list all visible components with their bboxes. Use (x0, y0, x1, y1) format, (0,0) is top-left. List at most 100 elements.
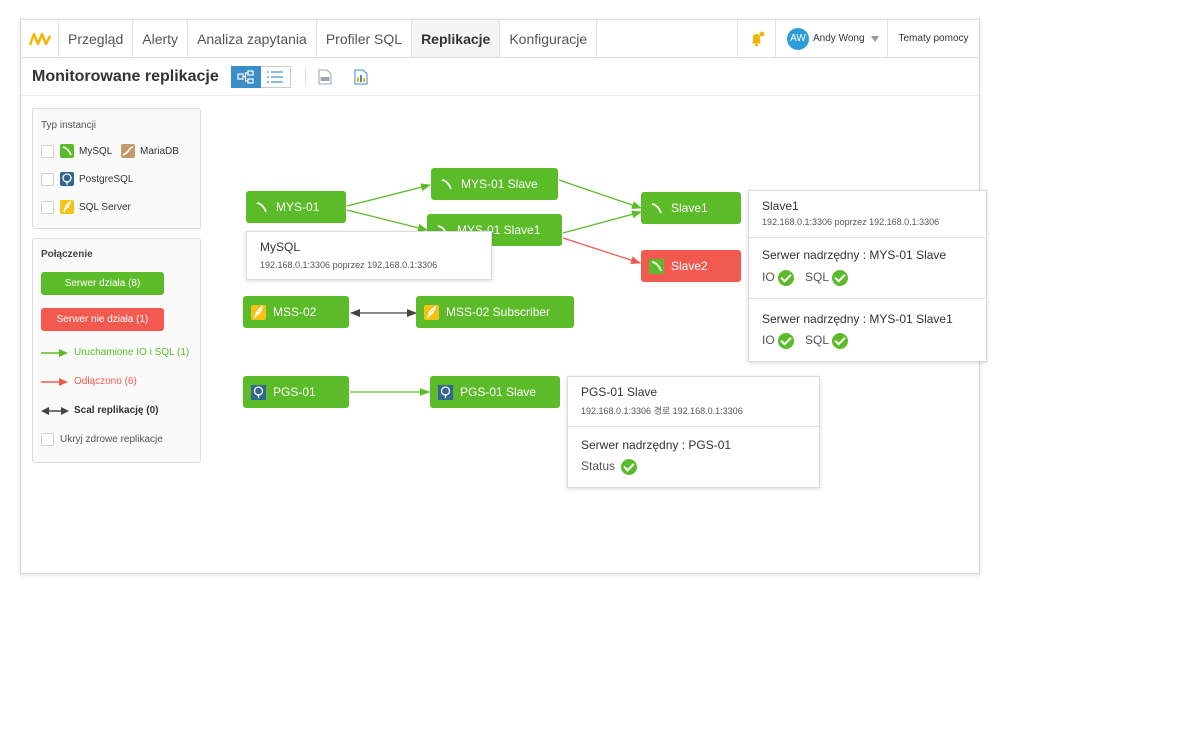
mysql-checkbox[interactable] (41, 145, 54, 158)
postgresql-checkbox[interactable] (41, 173, 54, 186)
mariadb-label: MariaDB (140, 146, 179, 157)
toolbar-divider (304, 67, 306, 86)
instance-type-panel: Typ instancji MySQL MariaDB PostgreSQL S… (32, 108, 201, 229)
header-bar: Monitorowane replikacje (21, 58, 979, 96)
tab-sql-profiler[interactable]: Profiler SQL (317, 20, 413, 57)
help-topics-link[interactable]: Tematy pomocy (898, 33, 969, 44)
mysql-icon (254, 199, 269, 215)
tooltip-divider (749, 298, 986, 299)
connection-title: Połączenie (41, 249, 93, 260)
postgresql-icon (438, 384, 453, 400)
io-sql-status: IO SQL (762, 270, 849, 286)
node-slave1[interactable]: Slave1 (641, 192, 741, 224)
replication-status: Status (581, 459, 638, 475)
sql-label: SQL (805, 333, 830, 348)
sqlserver-checkbox[interactable] (41, 201, 54, 214)
pgs-tooltip: PGS-01 Slave 192.168.0.1:3306 경로 192.168… (567, 376, 820, 488)
edge-mys01slave1-slave1 (562, 210, 642, 234)
app-window: Przegląd Alerty Analiza zapytania Profil… (20, 19, 987, 574)
node-label: MYS-01 (276, 200, 320, 214)
mysql-icon (60, 144, 74, 158)
sqlserver-icon (251, 304, 266, 320)
user-menu[interactable]: AW Andy Wong (776, 20, 888, 57)
mysql-icon (649, 258, 664, 274)
tab-query-analysis[interactable]: Analiza zapytania (188, 20, 317, 57)
node-slave2[interactable]: Slave2 (641, 250, 741, 282)
export-report-button[interactable] (352, 68, 370, 86)
check-icon (621, 459, 638, 475)
tooltip-title: PGS-01 Slave (581, 385, 658, 399)
notifications-button[interactable] (738, 20, 776, 57)
connection-panel: Połączenie Serwer działa (8) Serwer nie … (32, 238, 201, 463)
edge-mys01slave1-slave2 (562, 237, 641, 265)
disconnected-legend-icon (41, 378, 68, 386)
running-legend-label: Uruchamione IO i SQL (1) (74, 347, 190, 358)
list-icon (267, 70, 284, 83)
node-mys01-slave[interactable]: MYS-01 Slave (431, 168, 558, 200)
check-icon (832, 333, 849, 349)
node-label: PGS-01 (273, 385, 316, 399)
pdf-icon (318, 69, 332, 84)
merge-legend-icon (41, 407, 69, 415)
master-label: Serwer nadrzędny : MYS-01 Slave1 (762, 312, 953, 326)
node-mss02-subscriber[interactable]: MSS-02 Subscriber (416, 296, 574, 328)
check-icon (777, 333, 794, 349)
hide-healthy-checkbox[interactable] (41, 433, 54, 446)
node-label: Slave1 (671, 201, 708, 215)
running-legend-icon (41, 349, 68, 357)
edge-mys01slave-slave1 (558, 179, 642, 209)
page-title: Monitorowane replikacje (32, 67, 219, 85)
app-logo[interactable] (21, 20, 59, 57)
sqlserver-icon (60, 200, 74, 214)
tooltip-title: Slave1 (762, 199, 799, 213)
slave1-tooltip: Slave1 192.168.0.1:3306 poprzez 192.168.… (748, 190, 987, 362)
instance-type-title: Typ instancji (41, 120, 97, 131)
tooltip-divider (749, 237, 986, 238)
mysql-icon (649, 200, 664, 216)
bell-icon (751, 31, 764, 46)
mariadb-icon (121, 144, 135, 158)
io-label: IO (762, 270, 775, 285)
node-mys01[interactable]: MYS-01 (246, 191, 346, 223)
tooltip-address: 192.168.0.1:3306 poprzez 192.168.0.1:330… (260, 260, 438, 270)
edge-mys01-mys01slave (346, 183, 431, 207)
tab-overview[interactable]: Przegląd (59, 20, 134, 57)
node-label: MSS-02 (273, 305, 317, 319)
master-label: Serwer nadrzędny : PGS-01 (581, 438, 732, 452)
disconnected-legend-label: Odłączono (6) (74, 376, 137, 387)
list-view-button[interactable] (260, 65, 291, 88)
tab-replications[interactable]: Replikacje (412, 20, 501, 57)
node-mss02[interactable]: MSS-02 (243, 296, 349, 328)
server-down-button[interactable]: Serwer nie działa (1) (41, 308, 164, 331)
tab-alerts[interactable]: Alerty (133, 20, 189, 57)
export-pdf-button[interactable] (316, 68, 334, 86)
node-label: MSS-02 Subscriber (446, 305, 551, 319)
node-label: PGS-01 Slave (460, 385, 537, 399)
sqlserver-icon (424, 304, 439, 320)
chevron-down-icon (870, 35, 879, 42)
mysql-icon (439, 176, 454, 192)
user-name: Andy Wong (813, 33, 865, 44)
tooltip-address: 192.168.0.1:3306 poprzez 192.168.0.1:330… (762, 217, 940, 227)
hide-healthy-label: Ukryj zdrowe replikacje (60, 434, 163, 445)
report-icon (354, 69, 368, 84)
nav-spacer (597, 20, 738, 57)
diagram-view-button[interactable] (230, 65, 261, 88)
node-pgs01-slave[interactable]: PGS-01 Slave (430, 376, 560, 408)
postgresql-icon (251, 384, 266, 400)
avatar: AW (787, 27, 809, 50)
logo-icon (28, 32, 51, 45)
postgresql-label: PostgreSQL (79, 174, 134, 185)
tab-configurations[interactable]: Konfiguracje (500, 20, 598, 57)
check-icon (832, 270, 849, 286)
node-label: MYS-01 Slave (461, 177, 538, 191)
tooltip-title: MySQL (260, 240, 301, 254)
check-icon (777, 270, 794, 286)
mysql-tooltip: MySQL 192.168.0.1:3306 poprzez 192.168.0… (246, 231, 492, 280)
node-label: Slave2 (671, 259, 708, 273)
master-label: Serwer nadrzędny : MYS-01 Slave (762, 248, 947, 262)
mysql-label: MySQL (79, 146, 113, 157)
server-up-button[interactable]: Serwer działa (8) (41, 272, 164, 295)
io-label: IO (762, 333, 775, 348)
node-pgs01[interactable]: PGS-01 (243, 376, 349, 408)
